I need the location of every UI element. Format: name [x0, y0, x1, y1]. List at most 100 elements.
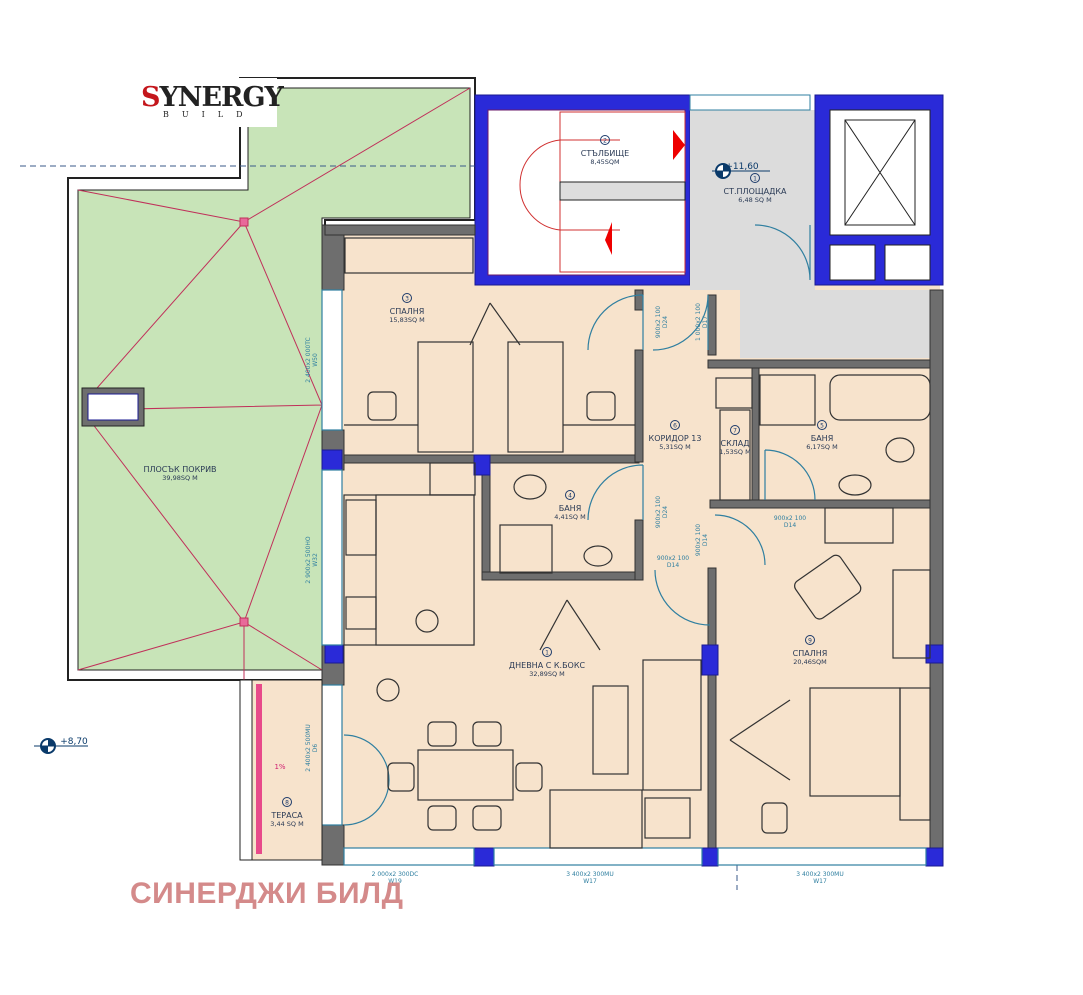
room-area: 1,53SQ M: [719, 448, 750, 456]
opening-code: D14: [667, 562, 679, 569]
room-number: 3: [405, 296, 409, 303]
room-number-badge: [600, 135, 610, 145]
opening-size: 900x2 100: [655, 496, 662, 528]
room-number: 4: [568, 493, 572, 500]
furniture: [343, 237, 931, 849]
room-number: 5: [820, 423, 824, 430]
opening-size: 3 400x2 300MU: [796, 871, 843, 878]
opening-code: W19: [388, 878, 402, 885]
door-swing: [754, 224, 811, 281]
room-number: 8: [285, 800, 289, 807]
synergy-build-logo: SYNERGY BUILD: [135, 78, 284, 127]
window-w17: [493, 847, 703, 866]
opening-size: 2 000x2 300DC: [372, 871, 419, 878]
door-swing: [764, 449, 816, 501]
door-swing: [587, 464, 644, 521]
level-marker: +8,70: [34, 737, 88, 754]
room-number: 2: [603, 138, 607, 145]
slope-label: 1%: [274, 763, 285, 771]
opening-size: 900x2 100: [655, 306, 662, 338]
room-number-badge: [282, 797, 292, 807]
opening-code: W32: [312, 553, 319, 567]
door-swing: [652, 294, 709, 351]
room-number-badge: [750, 173, 760, 183]
opening-code: D24: [662, 316, 669, 328]
room-number: 9: [808, 638, 812, 645]
watermark: СИНЕРДЖИ БИЛД: [130, 877, 404, 910]
opening-code: D24: [662, 506, 669, 518]
room-area: 32,89SQ M: [529, 670, 565, 678]
opening-code: D6: [312, 744, 319, 753]
room-area: 3,44 SQ M: [270, 820, 303, 828]
room-area: 6,48 SQ M: [738, 196, 771, 204]
room-number-badge: [730, 425, 740, 435]
opening-size: 900x2 100: [695, 524, 702, 556]
room-number-badge: [402, 293, 412, 303]
room-name: ДНЕВНА С К.БОКС: [509, 661, 586, 670]
room-name: ПЛОСЪК ПОКРИВ: [143, 465, 216, 474]
door-swing: [654, 569, 711, 626]
door-d6: [321, 684, 343, 826]
room-area: 15,83SQ M: [389, 316, 425, 324]
opening-size: 2 400x2 000TC: [305, 337, 312, 382]
opening-code: D14: [702, 534, 709, 546]
room-number-badge: [817, 420, 827, 430]
room-number-badge: [670, 420, 680, 430]
window-w50: [321, 289, 343, 431]
room-name: СКЛАД: [720, 439, 749, 448]
opening-code: W17: [813, 878, 827, 885]
opening-size: 900x2 100: [657, 555, 689, 562]
room-number-badge: [542, 647, 552, 657]
flat-roof: [67, 77, 476, 681]
room-area: 39,98SQ M: [162, 474, 198, 482]
room-area: 20,46SQM: [793, 658, 826, 666]
opening-size: 2 400x2 500MU: [305, 724, 312, 771]
room-area: 6,17SQ M: [806, 443, 837, 451]
room-area: 8,45SQM: [590, 158, 619, 166]
opening-size: 3 400x2 300MU: [566, 871, 613, 878]
room-number-badge: [565, 490, 575, 500]
opening-code: D14: [784, 522, 796, 529]
level-text: +8,70: [60, 737, 88, 747]
door-swing: [714, 514, 766, 566]
room-name: БАНЯ: [559, 504, 582, 513]
room-number: 6: [673, 423, 677, 430]
opening-size: 2 900x2 500HO: [305, 536, 312, 583]
room-number: 7: [733, 428, 737, 435]
room-area: 5,31SQ M: [659, 443, 690, 451]
room-name: СПАЛНЯ: [390, 307, 425, 316]
window-w17: [717, 847, 927, 866]
level-text: +11,60: [725, 162, 759, 172]
window-w19: [343, 847, 475, 866]
room-name: СТ.ПЛОЩАДКА: [724, 187, 787, 196]
window-w32: [321, 469, 343, 646]
door-swing: [587, 294, 644, 351]
room-name: СПАЛНЯ: [793, 649, 828, 658]
opening-code: W17: [583, 878, 597, 885]
room-name: КОРИДОР 13: [649, 434, 702, 443]
room-name: БАНЯ: [811, 434, 834, 443]
room-number-badge: [805, 635, 815, 645]
opening-size: 900x2 100: [774, 515, 806, 522]
